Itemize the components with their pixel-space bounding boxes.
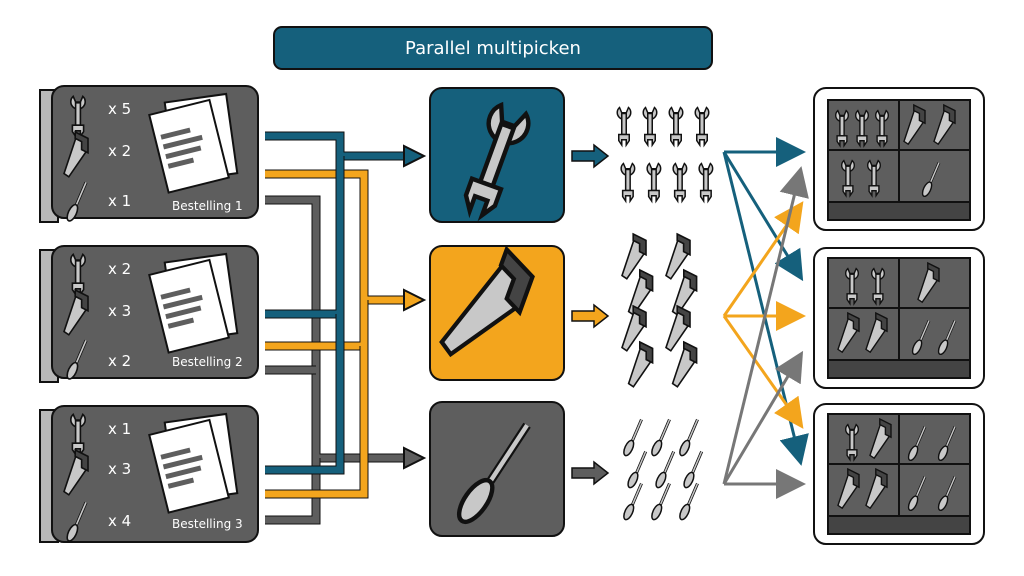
qty-screwdriver: x 4 <box>108 512 131 530</box>
routing-lines <box>265 131 427 525</box>
picked-screwdriver-icon <box>620 482 643 523</box>
picked-wrench-icon <box>698 162 714 202</box>
order-label: Bestelling 3 <box>172 517 243 531</box>
picked-wrench-icon <box>616 106 632 146</box>
picked-wrench-icon <box>646 162 662 202</box>
qty-wrench: x 1 <box>108 420 131 438</box>
picked-wrench-icon <box>672 162 688 202</box>
document-icon <box>148 412 239 514</box>
station-output-arrows <box>571 143 610 486</box>
order-panel-2: x 2 x 3 x 2 Bestelling 2 <box>39 245 259 383</box>
distribution-arrows <box>722 137 809 499</box>
title-bar: Parallel multipicken <box>273 26 713 70</box>
picked-screwdriver-icon <box>620 418 643 459</box>
picked-wrench-icon <box>620 162 636 202</box>
qty-wrench: x 2 <box>108 260 131 278</box>
picked-screwdriver-icon <box>652 450 676 491</box>
saw-station <box>429 239 565 381</box>
screwdriver-station <box>429 401 565 536</box>
qty-saw: x 3 <box>108 460 131 478</box>
picked-wrench-icon <box>668 106 684 146</box>
picked-saws <box>621 233 698 388</box>
order-label: Bestelling 1 <box>172 199 243 213</box>
qty-screwdriver: x 2 <box>108 352 131 370</box>
picked-wrenches <box>616 106 714 202</box>
picked-screwdriver-icon <box>648 418 671 459</box>
picked-saw-icon <box>671 341 698 388</box>
qty-saw: x 2 <box>108 142 131 160</box>
page-title: Parallel multipicken <box>405 37 581 59</box>
qty-saw: x 3 <box>108 302 131 320</box>
pallet-3 <box>813 403 985 545</box>
picked-saw-icon <box>627 269 654 316</box>
picked-screwdriver-icon <box>676 482 699 523</box>
document-icon <box>148 252 239 354</box>
order-panel-3: x 1 x 3 x 4 Bestelling 3 <box>39 405 259 545</box>
qty-screwdriver: x 1 <box>108 192 131 210</box>
pallet-2 <box>813 247 985 389</box>
picked-screwdriver-icon <box>648 482 671 523</box>
picked-screwdriver-icon <box>624 450 648 491</box>
pallet-1 <box>813 87 985 231</box>
picked-screwdrivers <box>620 418 704 523</box>
wrench-station <box>429 87 565 223</box>
document-icon <box>148 92 239 194</box>
picked-wrench-icon <box>694 106 710 146</box>
picked-saw-icon <box>627 341 654 388</box>
order-label: Bestelling 2 <box>172 355 243 369</box>
picked-screwdriver-icon <box>676 418 699 459</box>
qty-wrench: x 5 <box>108 100 131 118</box>
picked-saw-icon <box>671 269 698 316</box>
picked-screwdriver-icon <box>680 450 704 491</box>
order-panel-1: x 5 x 2 x 1 Bestelling 1 <box>39 85 259 225</box>
picked-wrench-icon <box>642 106 658 146</box>
